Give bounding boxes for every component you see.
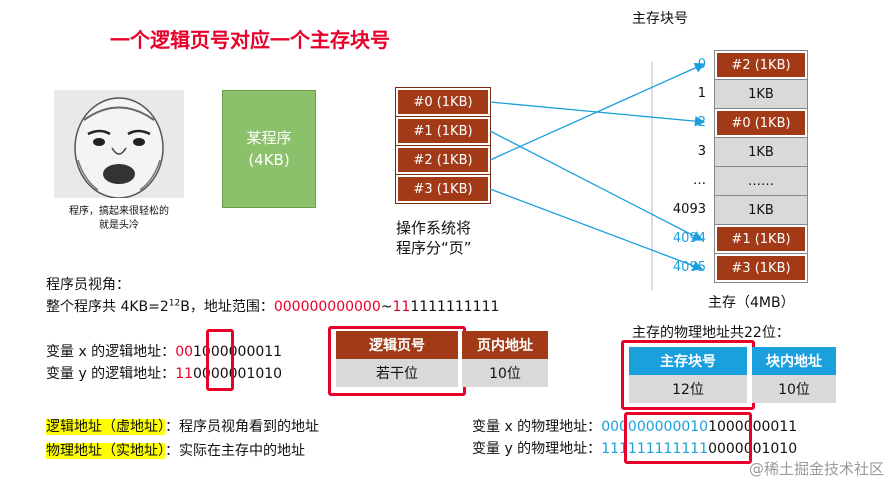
- page-0: #0 (1KB): [398, 90, 488, 114]
- physical-address-heading: 主存的物理地址共22位：: [632, 325, 790, 341]
- arrow-page1-block4094: [489, 130, 704, 241]
- program-size: (4KB): [248, 151, 290, 169]
- memory-block: 1KB: [715, 196, 807, 225]
- programmer-range-line: 整个程序共 4KB=212B，地址范围：000000000000~1111111…: [46, 298, 500, 315]
- program-name: 某程序: [246, 129, 292, 147]
- memory-block: #0 (1KB): [715, 109, 807, 138]
- memory-block: 1KB: [715, 138, 807, 167]
- logical-page-number-cell: 逻辑页号 若干位: [336, 331, 458, 387]
- memory-index: 1: [697, 86, 706, 101]
- physical-address-definition: 物理地址（实地址）：实际在主存中的地址: [46, 443, 305, 459]
- page-2: #2 (1KB): [398, 148, 488, 172]
- arrow-page2-block0: [489, 62, 706, 161]
- physical-address-x: 变量 x 的物理地址：0000000000101000000011: [472, 419, 798, 435]
- physical-address-y: 变量 y 的物理地址：1111111111110000001010: [472, 441, 798, 457]
- memory-block: #2 (1KB): [715, 51, 807, 80]
- memory-size-label: 主存（4MB）: [708, 295, 795, 311]
- memory-block: #1 (1KB): [715, 225, 807, 254]
- memory-block: 1KB: [715, 80, 807, 109]
- physical-block-number-cell: 主存块号 12位: [629, 347, 747, 403]
- logical-page-offset-cell: 页内地址 10位: [462, 331, 548, 387]
- physical-block-bits-highlight: [624, 412, 752, 464]
- memory-block-column: #2 (1KB) 1KB #0 (1KB) 1KB …… 1KB #1 (1KB…: [714, 50, 808, 283]
- memory-index: …: [693, 173, 706, 188]
- page-1: #1 (1KB): [398, 119, 488, 143]
- arrow-page3-block4095: [489, 188, 704, 271]
- page-3: #3 (1KB): [398, 177, 488, 201]
- programmer-heading: 程序员视角：: [46, 277, 130, 293]
- memory-block: ……: [715, 167, 807, 196]
- program-box: 某程序 (4KB): [222, 90, 316, 208]
- memory-block: #3 (1KB): [715, 254, 807, 282]
- os-note: 操作系统将 程序分“页”: [396, 219, 472, 257]
- slide-title: 一个逻辑页号对应一个主存块号: [110, 28, 390, 52]
- meme-face-image: [54, 90, 184, 198]
- logical-address-x: 变量 x 的逻辑地址：001000000011: [46, 344, 283, 360]
- logical-page-bits-highlight: [206, 329, 234, 391]
- watermark: @稀土掘金技术社区: [748, 460, 884, 478]
- memory-header: 主存块号: [632, 11, 688, 27]
- logical-address-y: 变量 y 的逻辑地址：110000001010: [46, 366, 283, 382]
- memory-index: 3: [697, 144, 706, 159]
- physical-block-offset-cell: 块内地址 10位: [752, 347, 836, 403]
- meme-caption: 程序，搞起来很轻松的 就是头冷: [69, 206, 169, 231]
- logical-address-definition: 逻辑地址（虚地址）：程序员视角看到的地址: [46, 419, 319, 435]
- memory-index: 4093: [672, 202, 706, 217]
